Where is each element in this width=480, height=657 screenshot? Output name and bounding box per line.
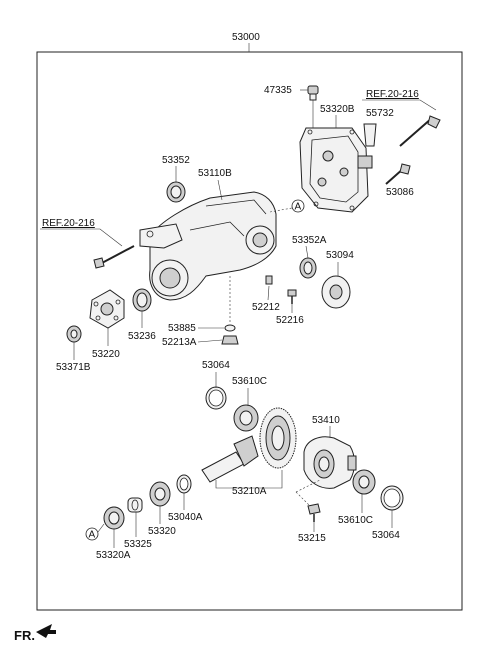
label-53371b: 53371B	[56, 362, 91, 373]
bearing-53610c-top	[233, 404, 259, 432]
label-53320a: 53320A	[96, 550, 131, 561]
seal-53352	[166, 181, 186, 203]
mount-bolt-left	[93, 245, 135, 269]
label-53215: 53215	[298, 533, 326, 544]
ref-label-left: REF.20-216	[42, 218, 95, 229]
marker-a-upper: A	[291, 199, 305, 213]
label-47335: 47335	[264, 85, 292, 96]
seal-53352a	[299, 257, 317, 279]
diagram-frame	[36, 51, 463, 611]
bearing-53610c-bottom	[352, 469, 376, 495]
label-53220: 53220	[92, 349, 120, 360]
marker-a-lower: A	[85, 527, 99, 541]
svg-text:A: A	[89, 530, 96, 541]
label-53610c-bottom: 53610C	[338, 515, 373, 526]
front-orientation-label: FR.	[14, 628, 35, 643]
label-52212: 52212	[252, 302, 280, 313]
label-53610c-top: 53610C	[232, 376, 267, 387]
label-53320b: 53320B	[320, 104, 355, 115]
carrier-53110b	[139, 191, 277, 301]
label-53352-top: 53352	[162, 155, 190, 166]
plug-52212	[265, 275, 273, 285]
pin-55732	[363, 123, 377, 147]
label-53086: 53086	[386, 187, 414, 198]
bolt-53086	[385, 163, 411, 185]
label-52213a: 52213A	[162, 337, 197, 348]
bolt-52216	[287, 289, 297, 304]
shim-53064-bottom	[380, 485, 404, 511]
rear-cover-53320b	[299, 127, 373, 213]
seal-53040a	[176, 474, 192, 494]
label-52216: 52216	[276, 315, 304, 326]
plug-47335	[307, 85, 319, 101]
label-53040a: 53040A	[168, 512, 203, 523]
ref-label-upper-right: REF.20-216	[366, 89, 419, 100]
flange-53220	[89, 289, 125, 329]
ring-pinion-53210a	[201, 407, 297, 483]
flange-53094	[321, 275, 351, 309]
nut-53371b	[66, 325, 82, 343]
label-53236: 53236	[128, 331, 156, 342]
label-53320: 53320	[148, 526, 176, 537]
label-53110b: 53110B	[198, 168, 232, 179]
front-direction-arrow	[36, 624, 56, 638]
plug-52213a	[221, 335, 239, 345]
seal-53236	[132, 288, 152, 312]
assembly-number: 53000	[232, 32, 260, 43]
cover-bolt	[399, 115, 441, 147]
shim-53064-top	[205, 386, 227, 410]
label-53352a: 53352A	[292, 235, 327, 246]
label-55732: 55732	[366, 108, 394, 119]
label-53094: 53094	[326, 250, 354, 261]
label-53885: 53885	[168, 323, 196, 334]
bearing-53320	[149, 481, 171, 507]
label-53064-bottom: 53064	[372, 530, 400, 541]
washer-53885	[224, 324, 236, 332]
label-53325: 53325	[124, 539, 152, 550]
label-53410: 53410	[312, 415, 340, 426]
spacer-53325	[127, 497, 143, 513]
label-53210a: 53210A	[232, 486, 267, 497]
diff-case-53410	[303, 436, 357, 489]
bolt-53215	[307, 503, 321, 522]
label-53064-top: 53064	[202, 360, 230, 371]
svg-text:A: A	[295, 202, 302, 213]
bearing-53320a	[103, 506, 125, 530]
